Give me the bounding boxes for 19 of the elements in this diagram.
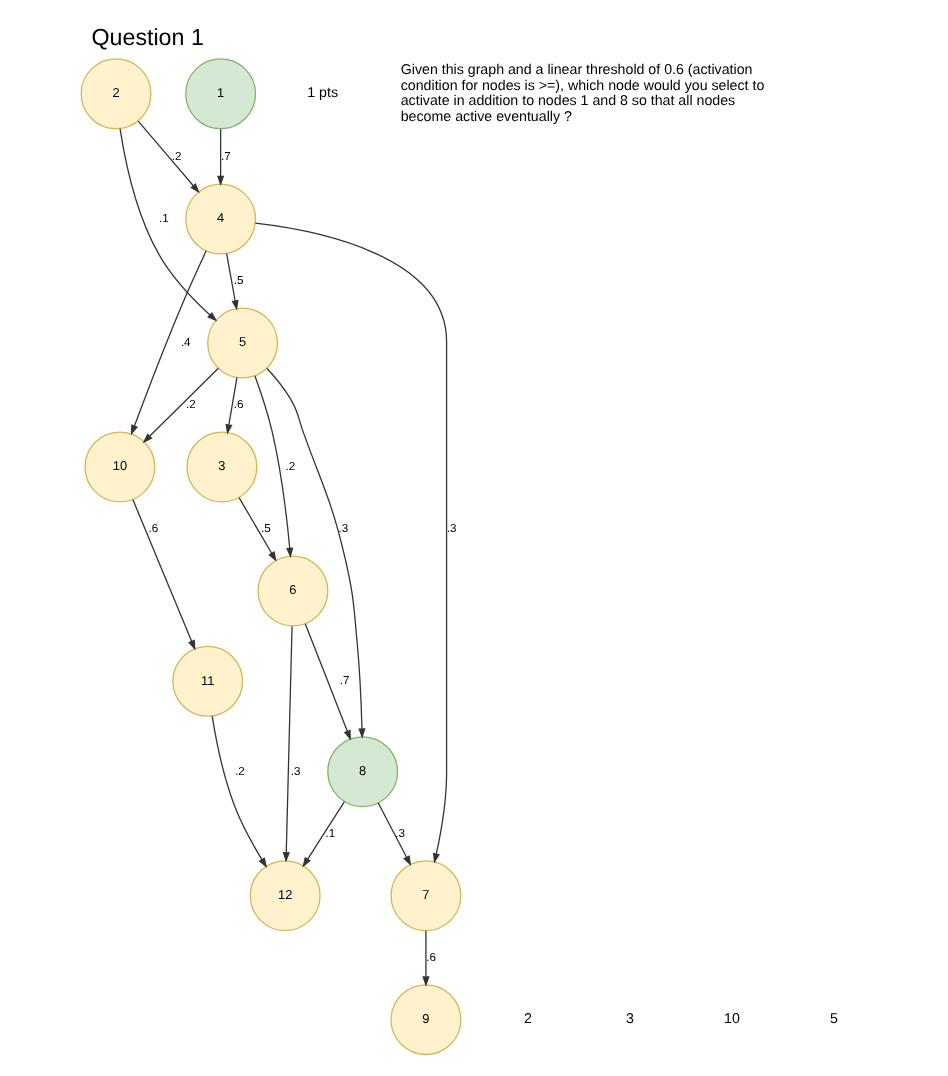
arrow	[265, 367, 365, 739]
arrow	[131, 498, 195, 651]
arrow	[303, 623, 350, 741]
arrow	[136, 120, 199, 194]
arrow	[253, 222, 447, 864]
arrow	[224, 376, 237, 435]
arrow	[118, 127, 217, 322]
arrow	[421, 930, 429, 987]
arrow	[210, 715, 267, 868]
arrow	[225, 252, 238, 311]
arrow	[130, 250, 206, 436]
arrow	[216, 128, 224, 186]
arrow	[237, 497, 276, 562]
arrow	[376, 802, 411, 867]
arrow	[141, 367, 218, 444]
arrow	[301, 801, 344, 868]
diagram-title: Question 1	[90, 25, 203, 52]
arrow	[253, 375, 293, 559]
arrow	[281, 625, 292, 863]
